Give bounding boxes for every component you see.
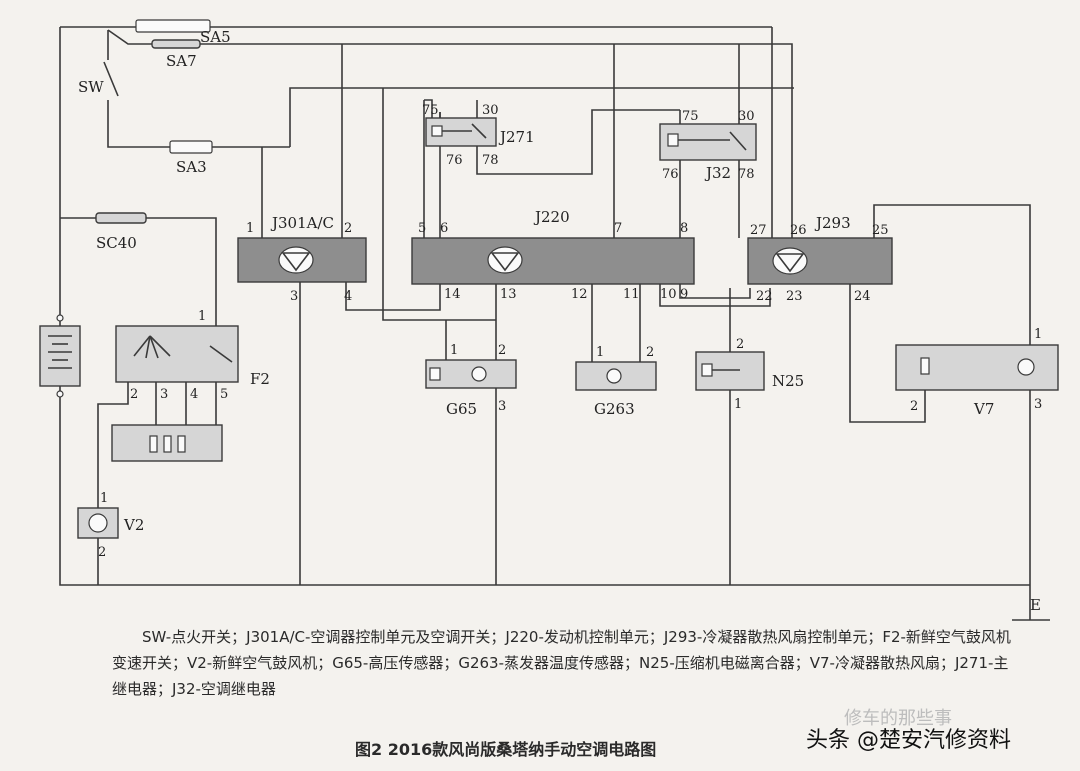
svg-text:3: 3: [160, 387, 168, 402]
svg-text:3: 3: [498, 399, 506, 414]
svg-text:2: 2: [98, 545, 106, 560]
svg-text:5: 5: [418, 221, 426, 236]
sa5-label: SA5: [200, 28, 231, 46]
svg-text:9: 9: [680, 287, 688, 302]
svg-text:7: 7: [614, 221, 622, 236]
f2-switch: F2 1 2 3 4 5: [115, 309, 270, 402]
svg-text:6: 6: [440, 221, 448, 236]
j220-module: J220 5 6 7 8 14 13 12 11 10 9: [411, 208, 695, 302]
svg-text:8: 8: [680, 221, 688, 236]
ground-label: E: [1030, 596, 1041, 614]
svg-text:30: 30: [482, 103, 499, 118]
j293-module: J293 27 26 25 22 23 24: [747, 214, 893, 304]
svg-text:4: 4: [344, 289, 352, 304]
g65-sensor: G65 1 2 3: [425, 343, 517, 418]
v7-fan: V7 1 2 3: [895, 327, 1059, 418]
g263-sensor: G263 1 2: [575, 345, 657, 418]
j220-name: J220: [533, 208, 570, 226]
svg-text:75: 75: [422, 103, 439, 118]
watermark-ghost: 修车的那些事: [844, 708, 952, 729]
sw-label: SW: [78, 78, 104, 96]
sa7-label: SA7: [166, 52, 197, 70]
battery: [39, 314, 81, 398]
svg-text:2: 2: [130, 387, 138, 402]
svg-text:11: 11: [623, 287, 640, 302]
svg-text:2: 2: [910, 399, 918, 414]
svg-text:27: 27: [750, 223, 767, 238]
g65-name: G65: [446, 400, 477, 418]
fuse-sc40: SC40: [95, 212, 147, 252]
fuse-sa3: SA3: [169, 140, 213, 176]
j301-name: J301A/C: [270, 214, 334, 232]
svg-text:78: 78: [738, 167, 755, 182]
j32-relay: J32 75 30 76 78: [659, 109, 757, 182]
f2-name: F2: [250, 370, 270, 388]
svg-text:13: 13: [500, 287, 517, 302]
sa3-label: SA3: [176, 158, 207, 176]
svg-text:2: 2: [498, 343, 506, 358]
j271-relay: J271 75 30 76 78: [422, 103, 535, 168]
svg-text:1: 1: [734, 397, 742, 412]
j271-name: J271: [498, 128, 535, 146]
sc40-label: SC40: [96, 234, 137, 252]
fuse-sa7: SA7: [151, 39, 201, 70]
svg-text:4: 4: [190, 387, 198, 402]
svg-text:24: 24: [854, 289, 871, 304]
svg-text:2: 2: [736, 337, 744, 352]
svg-text:23: 23: [786, 289, 803, 304]
svg-text:10: 10: [660, 287, 677, 302]
svg-text:12: 12: [571, 287, 588, 302]
svg-text:2: 2: [344, 221, 352, 236]
svg-text:26: 26: [790, 223, 807, 238]
n25-clutch: N25 2 1: [695, 337, 804, 412]
v2-name: V2: [123, 516, 144, 534]
svg-text:76: 76: [662, 167, 679, 182]
svg-text:1: 1: [1034, 327, 1042, 342]
svg-text:1: 1: [246, 221, 254, 236]
n25-name: N25: [772, 372, 804, 390]
v2-blower: V2 1 2: [77, 491, 144, 560]
fuse-sa5: SA5: [135, 19, 231, 46]
svg-text:14: 14: [444, 287, 461, 302]
svg-text:1: 1: [450, 343, 458, 358]
svg-text:25: 25: [872, 223, 889, 238]
wires: [59, 26, 1050, 621]
svg-text:3: 3: [1034, 397, 1042, 412]
figure-caption: 图2 2016款风尚版桑塔纳手动空调电路图: [355, 740, 657, 759]
j32-name: J32: [704, 164, 731, 182]
svg-text:1: 1: [198, 309, 206, 324]
svg-text:5: 5: [220, 387, 228, 402]
svg-text:78: 78: [482, 153, 499, 168]
svg-text:3: 3: [290, 289, 298, 304]
svg-text:1: 1: [596, 345, 604, 360]
j301-module: J301A/C 1 2 3 4: [237, 214, 367, 304]
watermark: 修车的那些事 头条 @楚安汽修资料: [806, 708, 1011, 754]
svg-text:75: 75: [682, 109, 699, 124]
svg-text:30: 30: [738, 109, 755, 124]
component-legend: SW-点火开关；J301A/C-空调器控制单元及空调开关；J220-发动机控制单…: [112, 628, 1011, 698]
svg-text:1: 1: [100, 491, 108, 506]
j293-name: J293: [814, 214, 851, 232]
v7-name: V7: [973, 400, 994, 418]
blower-resistor: [111, 424, 223, 462]
svg-text:2: 2: [646, 345, 654, 360]
svg-text:22: 22: [756, 289, 773, 304]
g263-name: G263: [594, 400, 635, 418]
svg-text:76: 76: [446, 153, 463, 168]
watermark-main: 头条 @楚安汽修资料: [806, 728, 1011, 753]
